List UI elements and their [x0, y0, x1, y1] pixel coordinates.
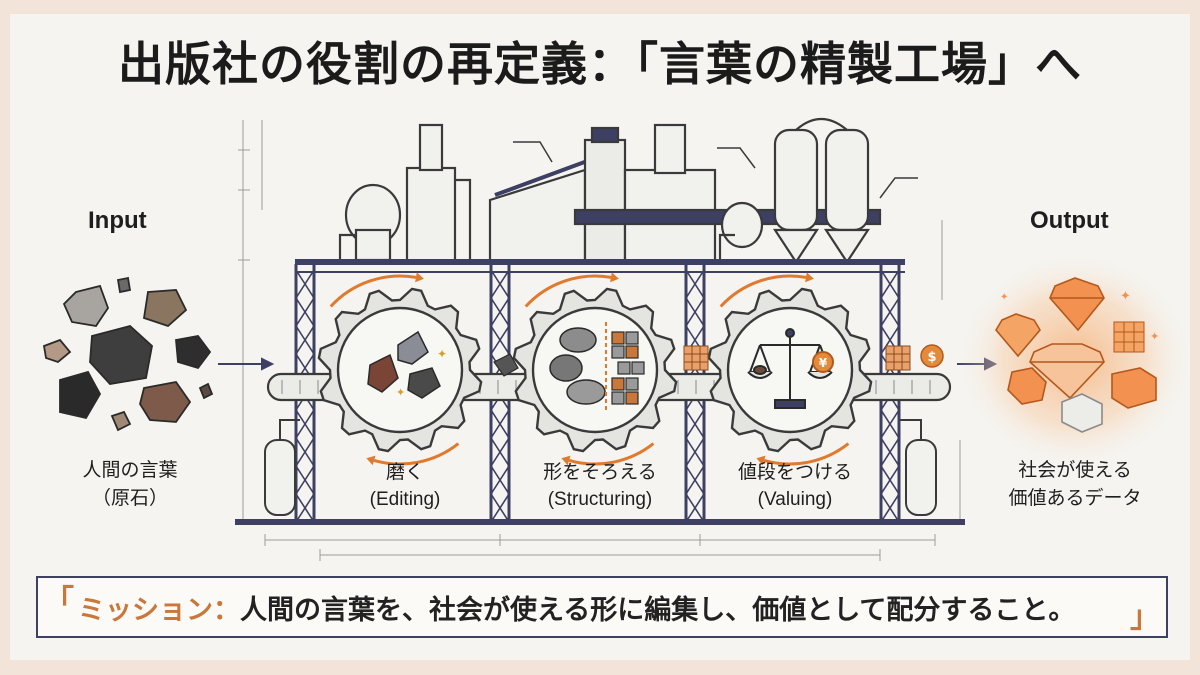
svg-text:✦: ✦ [396, 386, 405, 399]
input-caption: 人間の言葉 （原石） [55, 456, 205, 512]
stage-editing-en: (Editing) [369, 489, 441, 510]
svg-text:✦: ✦ [1000, 292, 1008, 303]
input-rocks [42, 276, 214, 432]
belt-items [493, 344, 944, 377]
stage-valuing-caption: 値段をつける (Valuing) [710, 458, 880, 514]
stage-editing-name: 磨く [385, 461, 424, 483]
dimension-lines [238, 120, 961, 561]
stage-structuring-name: 形をそろえる [543, 461, 657, 483]
output-caption-line1: 社会が使える [1018, 459, 1132, 481]
mission-text: ミッション：人間の言葉を、社会が使える形に編集し、価値として配分すること。 [78, 588, 1075, 627]
stage-structuring-caption: 形をそろえる (Structuring) [515, 458, 685, 514]
mission-body: 人間の言葉を、社会が使える形に編集し、価値として配分すること。 [240, 595, 1076, 626]
output-label: Output [1030, 207, 1109, 234]
stage-valuing-en: (Valuing) [757, 489, 833, 510]
mission-open-bracket: 「 [44, 584, 74, 619]
output-gems: ✦ ✦ ✦ [995, 277, 1159, 433]
mission-lead: ミッション： [78, 595, 240, 626]
stage-valuing-name: 値段をつける [737, 461, 852, 483]
input-caption-line2: （原石） [91, 487, 168, 509]
gear [317, 272, 483, 466]
gear-structuring-content [549, 322, 645, 412]
gear-valuing-content [747, 328, 834, 409]
gear-group [317, 272, 873, 466]
yen-coin-icon: ¥ [819, 356, 828, 370]
svg-text:✦: ✦ [1150, 330, 1159, 343]
mission-close-bracket: 」 [1130, 600, 1160, 635]
svg-text:✦: ✦ [437, 347, 447, 361]
page-title: 出版社の役割の再定義：「言葉の精製工場」へ [118, 37, 1082, 91]
stage-editing-caption: 磨く (Editing) [330, 458, 480, 514]
top-machinery [338, 117, 882, 265]
steel-frame [235, 259, 965, 525]
output-caption: 社会が使える 価値あるデータ [990, 456, 1160, 512]
svg-text:✦: ✦ [1120, 289, 1131, 304]
output-caption-line2: 価値あるデータ [1008, 487, 1142, 509]
callout-lines [513, 141, 918, 199]
dollar-coin-icon: $ [927, 350, 936, 365]
side-tanks [264, 419, 937, 516]
input-label: Input [88, 207, 147, 234]
gear-editing-content: ✦ ✦ [367, 330, 447, 399]
mission-box: 「 ミッション：人間の言葉を、社会が使える形に編集し、価値として配分すること。 … [36, 576, 1168, 638]
input-caption-line1: 人間の言葉 [82, 459, 178, 481]
stage-structuring-en: (Structuring) [547, 489, 653, 510]
gear [512, 272, 678, 466]
